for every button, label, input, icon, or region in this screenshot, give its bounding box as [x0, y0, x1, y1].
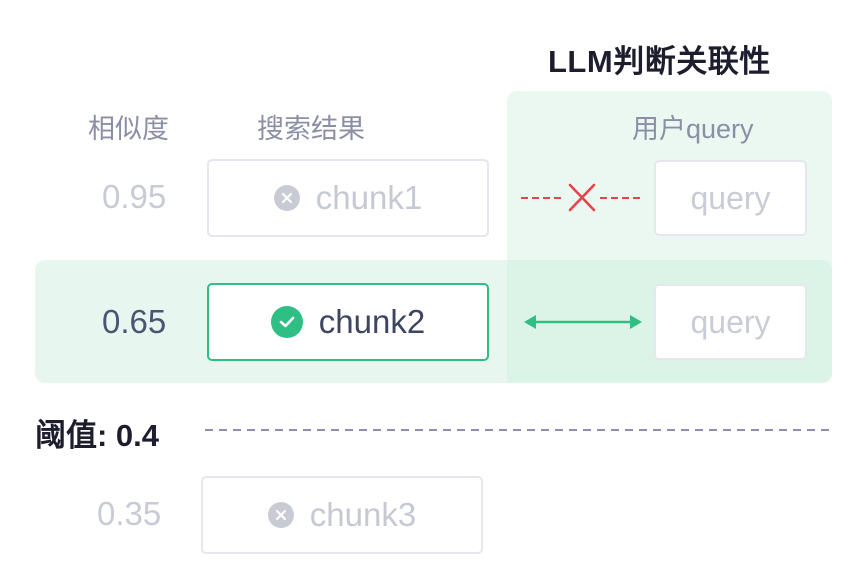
x-circle-icon — [273, 185, 300, 211]
chunk-label-3: chunk3 — [309, 496, 417, 533]
check-circle-icon — [270, 306, 303, 338]
chunk-label-2: chunk2 — [318, 303, 426, 340]
query-label-2: query — [690, 303, 771, 340]
chunk-card-3: chunk3 — [201, 476, 483, 554]
results-header: 搜索结果 — [257, 114, 365, 144]
threshold-line — [205, 429, 835, 431]
query-box-1: query — [654, 160, 807, 236]
user-query-header: 用户query — [632, 114, 754, 144]
similarity-header: 相似度 — [88, 114, 169, 144]
x-circle-icon — [267, 502, 294, 528]
chunk-card-1: chunk1 — [207, 159, 489, 237]
chunk-label-1: chunk1 — [315, 179, 423, 216]
score-row-3: 0.35 — [97, 495, 162, 532]
query-label-1: query — [690, 179, 771, 216]
query-box-2: query — [654, 284, 807, 360]
double-arrow-connector — [524, 315, 642, 329]
dashed-x-connector — [521, 183, 642, 212]
score-row-1: 0.95 — [102, 178, 167, 215]
llm-title: LLM判断关联性 — [548, 44, 771, 79]
threshold-label: 阈值: 0.4 — [35, 418, 160, 453]
score-row-2: 0.65 — [102, 303, 167, 340]
chunk-card-2: chunk2 — [207, 283, 489, 361]
